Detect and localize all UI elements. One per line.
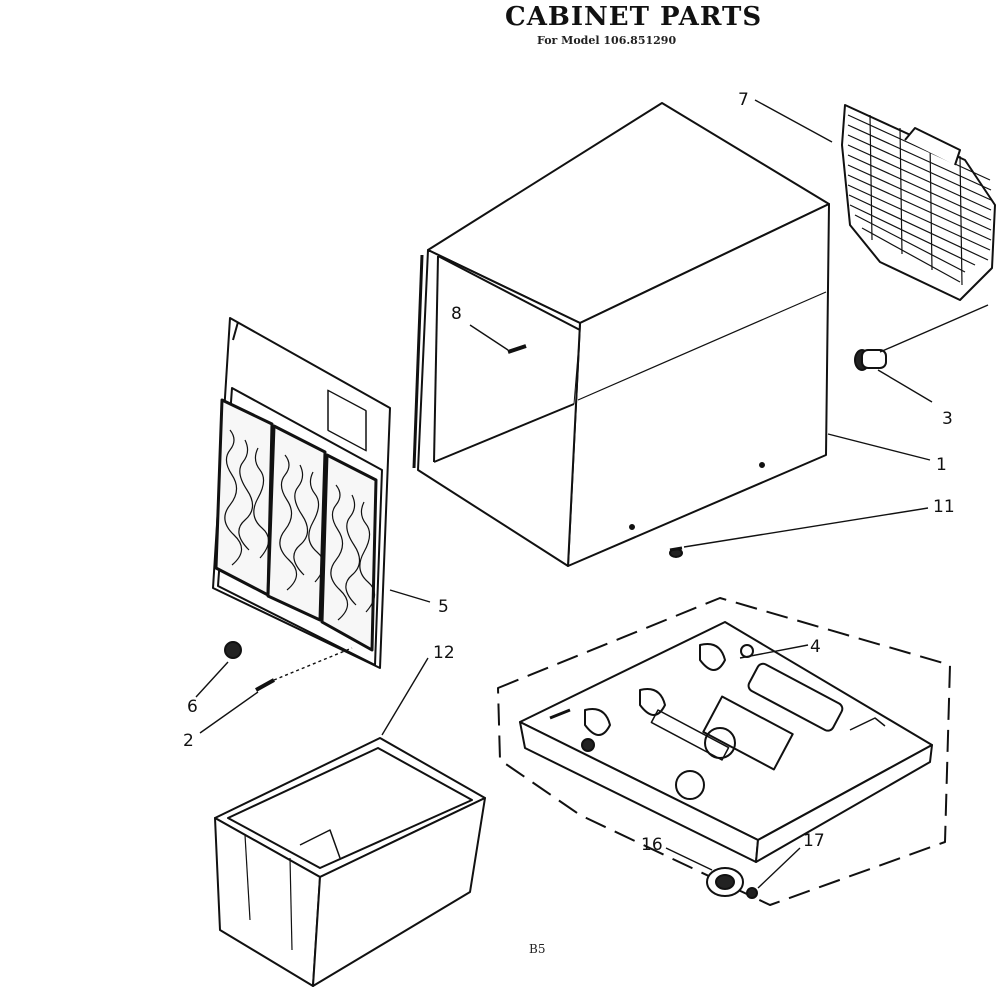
front-panel <box>212 317 391 669</box>
base-assembly <box>497 597 951 906</box>
callout-12: 12 <box>433 643 455 663</box>
screw-part <box>507 344 527 354</box>
callout-2: 2 <box>183 731 194 751</box>
diagram-title: CABINET PARTS <box>505 2 763 32</box>
page-code: B5 <box>529 942 546 956</box>
callout-labels: 7 8 3 1 11 5 12 6 2 4 16 17 <box>183 90 955 855</box>
diagram-subtitle: For Model 106.851290 <box>537 34 677 47</box>
callout-16: 16 <box>641 835 663 855</box>
callout-6: 6 <box>187 697 198 717</box>
callout-7: 7 <box>738 90 749 110</box>
caster-part <box>706 867 758 899</box>
button-part <box>224 641 242 659</box>
leader-lines <box>195 99 989 889</box>
callout-1: 1 <box>936 455 947 475</box>
cabinet-shell <box>412 102 830 567</box>
screw-part-11 <box>669 546 683 558</box>
knob-part <box>854 349 887 371</box>
screw-part-2 <box>255 678 275 692</box>
callout-4: 4 <box>810 637 821 657</box>
callout-5: 5 <box>438 597 449 617</box>
water-bucket <box>214 737 486 987</box>
rear-grille <box>841 104 996 301</box>
callout-17: 17 <box>803 831 825 851</box>
callout-11: 11 <box>933 497 955 517</box>
callout-3: 3 <box>942 409 953 429</box>
callout-8: 8 <box>451 304 462 324</box>
